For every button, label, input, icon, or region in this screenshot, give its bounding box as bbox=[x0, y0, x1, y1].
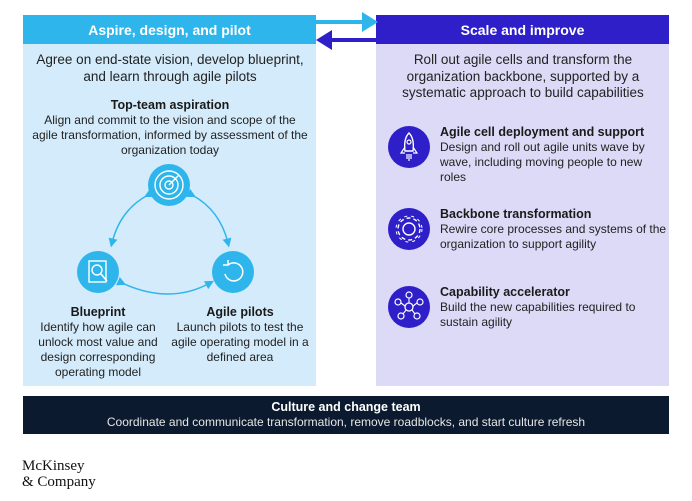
agile-cell-title: Agile cell deployment and support bbox=[440, 125, 645, 139]
backbone-item: Backbone transformation Rewire core proc… bbox=[387, 207, 672, 267]
rocket-icon bbox=[388, 126, 430, 168]
capability-title: Capability accelerator bbox=[440, 285, 570, 299]
blueprint-title: Blueprint bbox=[70, 305, 126, 319]
logo-line1: McKinsey bbox=[22, 458, 85, 474]
capability-desc: Build the new capabilities required to s… bbox=[440, 300, 636, 329]
left-header: Aspire, design, and pilot bbox=[23, 15, 316, 44]
pilots-title: Agile pilots bbox=[206, 305, 274, 319]
top-team-block: Top-team aspiration Align and commit to … bbox=[30, 98, 310, 158]
pilots-block: Agile pilots Launch pilots to test the a… bbox=[170, 305, 310, 365]
pilots-cycle-icon bbox=[212, 251, 254, 293]
backbone-title: Backbone transformation bbox=[440, 207, 592, 221]
blueprint-search-icon bbox=[77, 251, 119, 293]
blueprint-block: Blueprint Identify how agile can unlock … bbox=[28, 305, 168, 380]
target-icon bbox=[148, 164, 190, 206]
top-team-title: Top-team aspiration bbox=[110, 98, 230, 112]
right-intro: Roll out agile cells and transform the o… bbox=[402, 52, 644, 100]
right-panel bbox=[376, 15, 669, 386]
mckinsey-logo: McKinsey & Company bbox=[22, 458, 96, 490]
left-intro: Agree on end-state vision, develop bluep… bbox=[36, 52, 304, 84]
culture-bar: Culture and change team Coordinate and c… bbox=[23, 396, 669, 434]
capability-item: Capability accelerator Build the new cap… bbox=[387, 285, 672, 345]
pilots-desc: Launch pilots to test the agile operatin… bbox=[171, 320, 309, 364]
agile-cell-item: Agile cell deployment and support Design… bbox=[387, 125, 672, 185]
top-team-desc: Align and commit to the vision and scope… bbox=[32, 113, 308, 157]
right-header: Scale and improve bbox=[376, 15, 669, 44]
blueprint-desc: Identify how agile can unlock most value… bbox=[38, 320, 158, 379]
culture-desc: Coordinate and communicate transformatio… bbox=[106, 415, 586, 429]
two-way-arrows-icon bbox=[316, 12, 378, 50]
gear-icon bbox=[388, 208, 430, 250]
culture-title: Culture and change team bbox=[271, 400, 421, 414]
people-network-icon bbox=[388, 286, 430, 328]
backbone-desc: Rewire core processes and systems of the… bbox=[440, 222, 667, 251]
agile-cell-desc: Design and roll out agile units wave by … bbox=[440, 140, 645, 184]
cycle-arrows bbox=[108, 188, 232, 295]
logo-line2: & Company bbox=[22, 474, 96, 490]
